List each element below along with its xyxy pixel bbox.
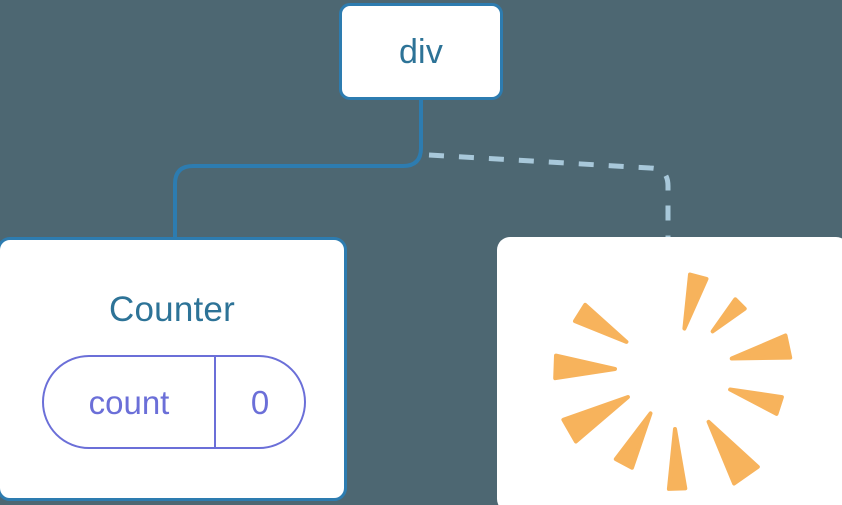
- sparkle-ray-7: [561, 395, 630, 444]
- sparkle-ray-5: [666, 427, 688, 491]
- sparkle-ray-3: [728, 387, 784, 416]
- sparkle-ray-1: [710, 297, 747, 334]
- node-div[interactable]: div: [339, 3, 503, 100]
- sparkle-ray-6: [613, 411, 653, 470]
- node-counter-label: Counter: [109, 290, 235, 329]
- edge-root-to-counter: [173, 100, 423, 240]
- state-pill-value: 0: [250, 383, 270, 421]
- sparkle-ray-8: [553, 353, 617, 381]
- node-counter[interactable]: Counter count 0: [0, 237, 347, 501]
- node-sparkle[interactable]: [497, 237, 842, 505]
- node-div-label: div: [398, 32, 444, 71]
- sparkle-ray-4: [706, 419, 760, 486]
- sparkle-ray-0: [682, 272, 709, 331]
- sparkle-ray-2: [729, 333, 793, 361]
- sparkle-ray-9: [573, 302, 629, 344]
- state-pill-key: count: [44, 357, 216, 447]
- state-pill-count[interactable]: count 0: [42, 355, 306, 449]
- edge-root-to-sparkle: [428, 152, 671, 240]
- sparkle-burst-icon: [553, 272, 793, 491]
